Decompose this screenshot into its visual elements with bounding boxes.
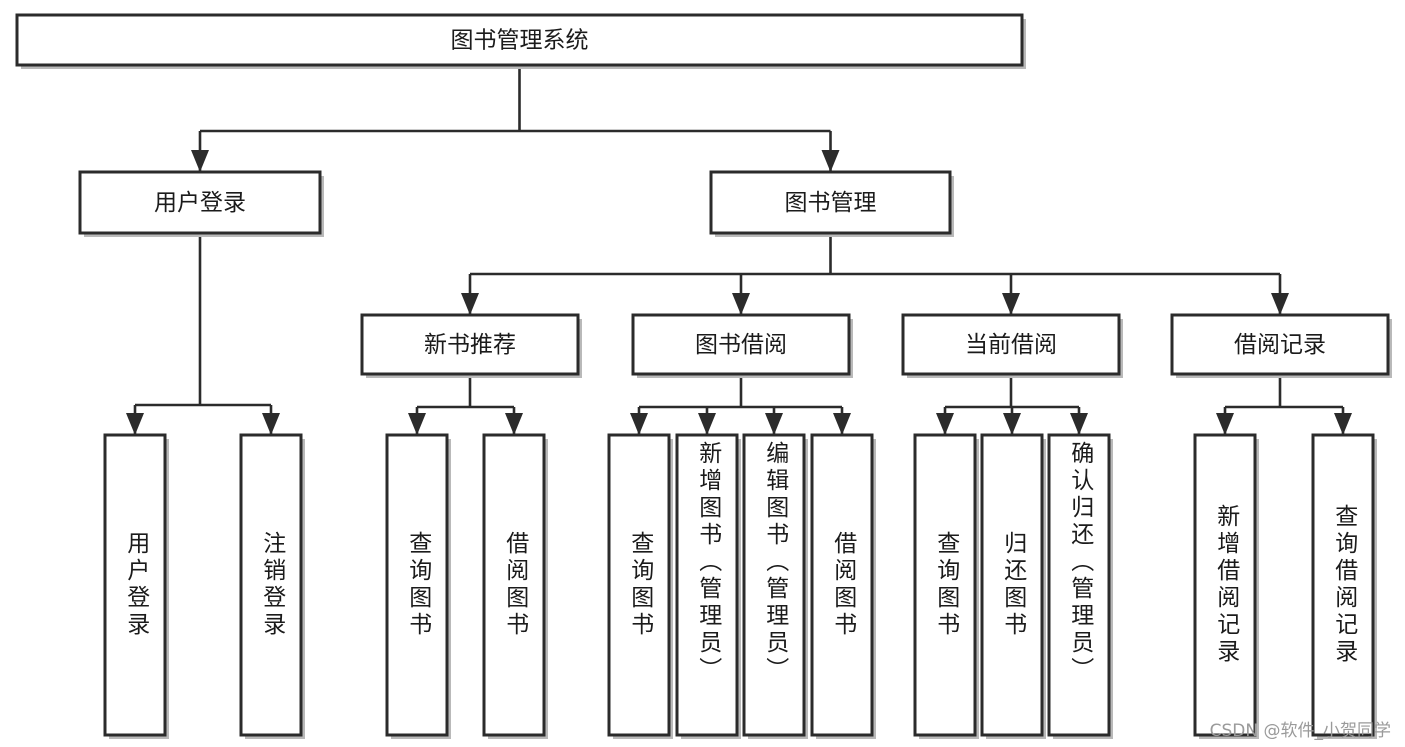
arrow-head-icon xyxy=(1271,293,1289,315)
node-box-leaf-11[interactable] xyxy=(1193,433,1257,737)
node-box-leaf-4[interactable] xyxy=(607,433,671,737)
node-box-leaf-6[interactable] xyxy=(742,433,806,737)
node-label-level2-0: 用户登录 xyxy=(154,190,246,216)
arrow-head-icon xyxy=(821,150,840,172)
arrow-head-icon xyxy=(698,413,716,435)
node-box-leaf-1[interactable] xyxy=(239,433,303,737)
node-label-root: 图书管理系统 xyxy=(451,28,589,54)
node-label-level2-1: 图书管理 xyxy=(785,190,877,216)
node-box-level3-1[interactable] xyxy=(631,313,851,376)
boxes-layer xyxy=(15,13,1392,739)
node-box-level3-2[interactable] xyxy=(901,313,1121,376)
arrow-head-icon xyxy=(461,293,479,315)
arrow-head-icon xyxy=(630,413,648,435)
node-box-leaf-8[interactable] xyxy=(913,433,977,737)
node-box-leaf-10[interactable] xyxy=(1047,433,1111,737)
arrow-head-icon xyxy=(1070,413,1088,435)
node-box-leaf-12[interactable] xyxy=(1311,433,1375,737)
node-box-root[interactable] xyxy=(15,13,1024,67)
node-box-leaf-9[interactable] xyxy=(980,433,1044,737)
node-box-leaf-0[interactable] xyxy=(103,433,167,737)
arrow-head-icon xyxy=(191,150,209,172)
node-box-level3-0[interactable] xyxy=(360,313,580,376)
arrow-head-icon xyxy=(1002,293,1020,315)
node-box-leaf-7[interactable] xyxy=(810,433,874,737)
arrow-head-icon xyxy=(126,413,144,435)
arrow-head-icon xyxy=(408,413,426,435)
arrow-head-icon xyxy=(1216,413,1234,435)
arrow-head-icon xyxy=(833,413,851,435)
node-box-leaf-2[interactable] xyxy=(385,433,449,737)
node-box-level3-3[interactable] xyxy=(1170,313,1390,376)
node-label-level3-0: 新书推荐 xyxy=(424,332,516,358)
node-box-level2-0[interactable] xyxy=(78,170,322,235)
arrow-head-icon xyxy=(1334,413,1352,435)
node-label-level3-3: 借阅记录 xyxy=(1234,332,1326,358)
arrow-head-icon xyxy=(936,413,954,435)
arrow-head-icon xyxy=(1003,413,1021,435)
node-box-leaf-3[interactable] xyxy=(482,433,546,737)
node-label-level3-1: 图书借阅 xyxy=(695,332,787,358)
node-box-leaf-5[interactable] xyxy=(675,433,739,737)
arrow-head-icon xyxy=(262,413,280,435)
connectors-layer xyxy=(126,65,1352,435)
arrow-head-icon xyxy=(505,413,523,435)
arrow-head-icon xyxy=(732,293,750,315)
arrow-head-icon xyxy=(765,413,783,435)
node-label-level3-2: 当前借阅 xyxy=(965,332,1057,358)
node-box-level2-1[interactable] xyxy=(709,170,952,235)
